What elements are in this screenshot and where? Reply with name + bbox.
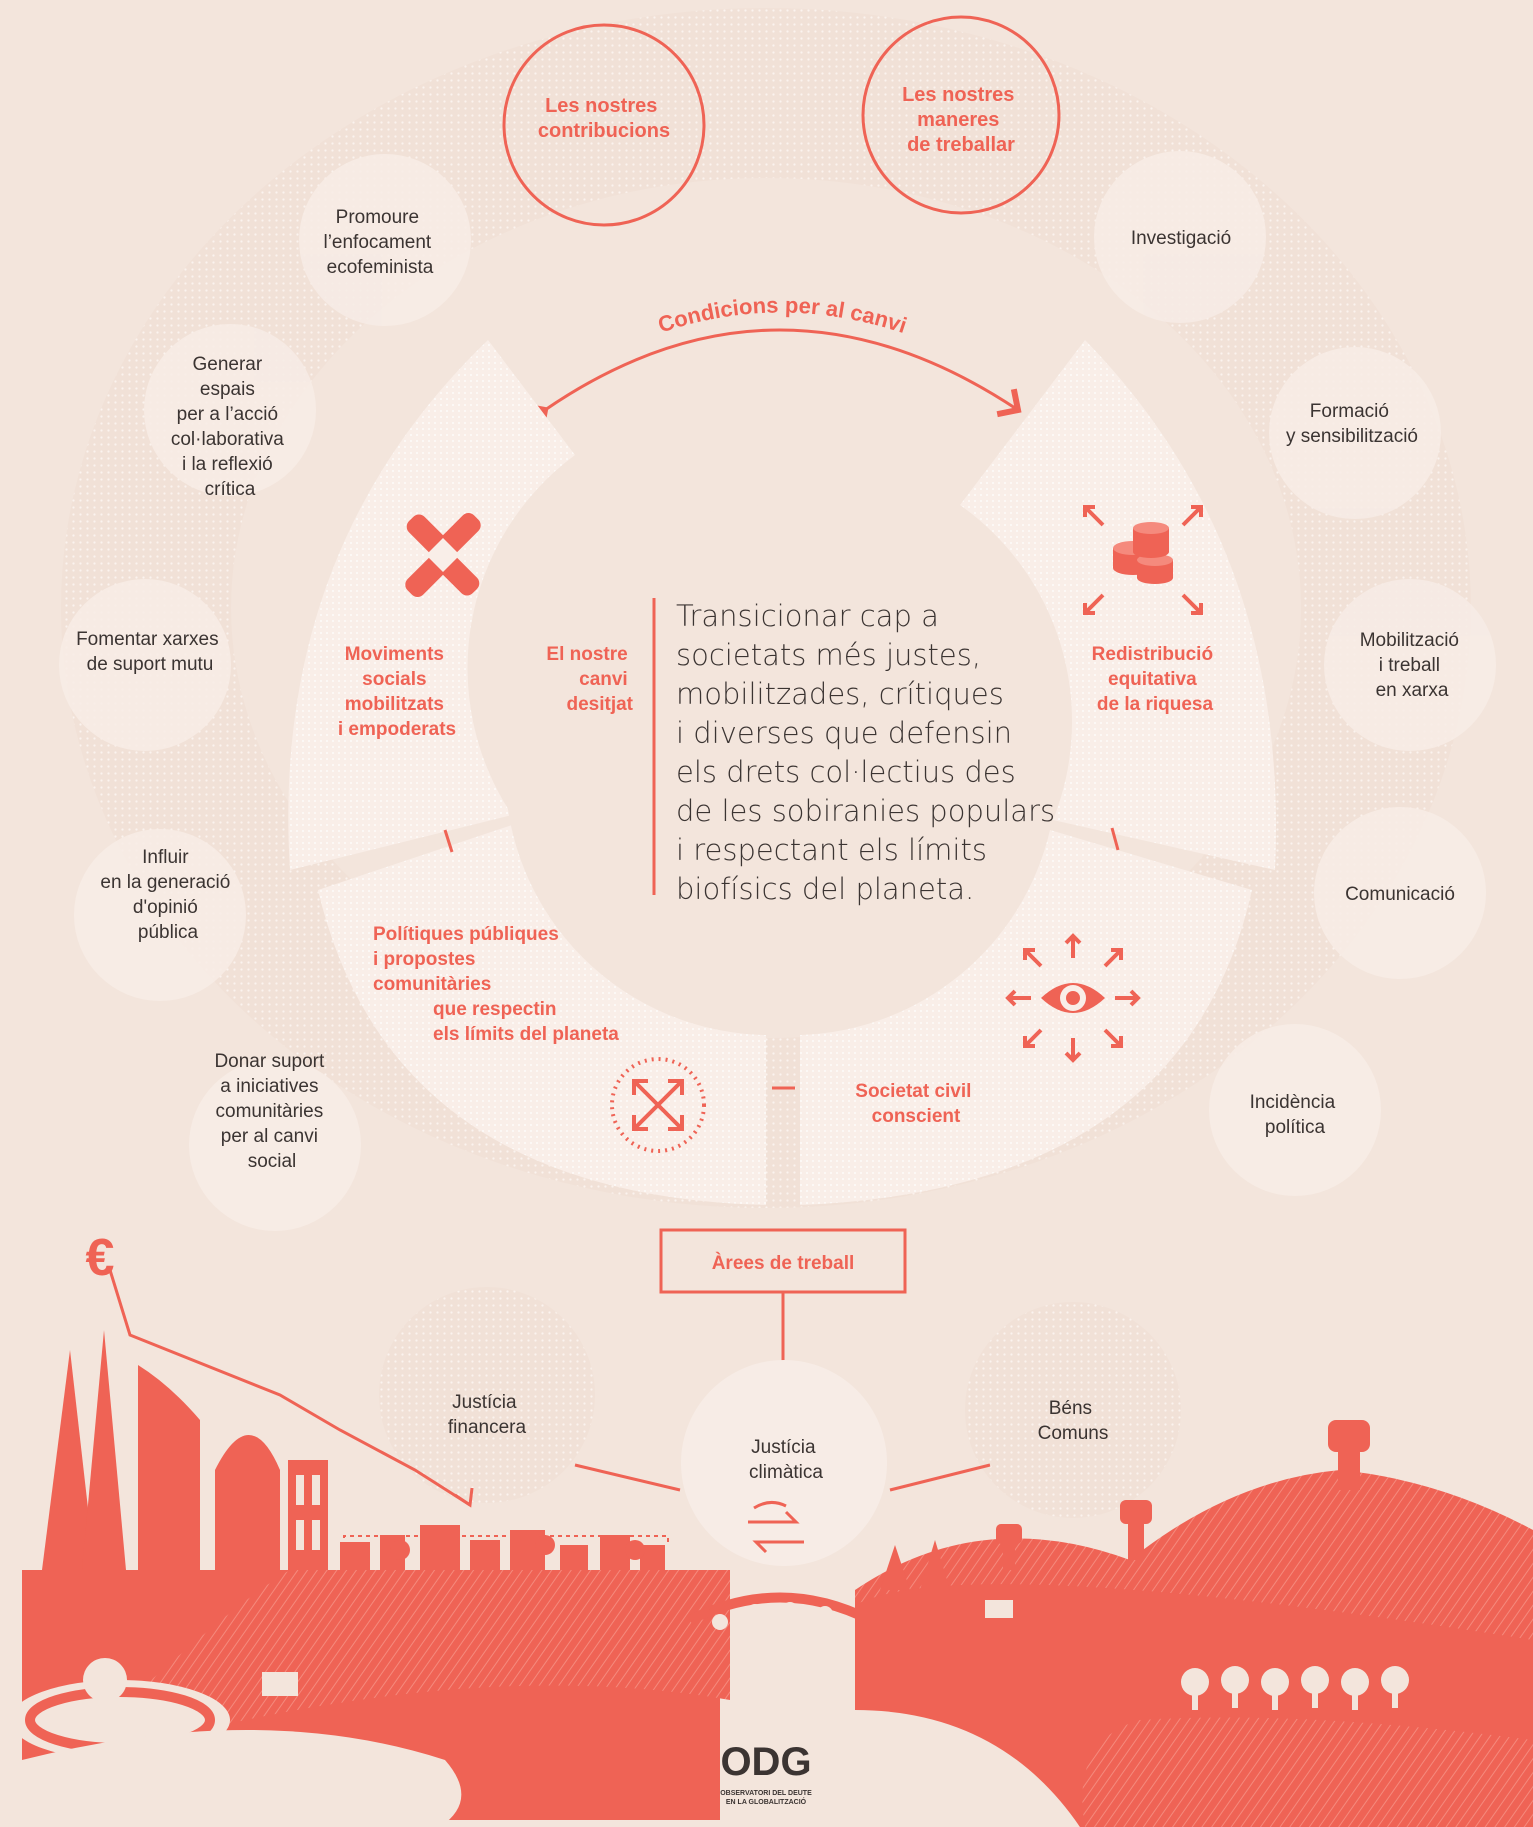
contribution-item: Donar suport a iniciatives comunitàries … [214, 1051, 329, 1172]
condition-redistribution: Redistribució equitativa de la riquesa [1092, 644, 1219, 715]
odg-logo: ODG OBSERVATORI DEL DEUTE EN LA GLOBALIT… [720, 1740, 812, 1806]
way-item: Investigació [1131, 228, 1231, 249]
area-commons: Béns Comuns [1038, 1398, 1109, 1444]
way-item: Incidència política [1250, 1092, 1341, 1138]
logo-line: OBSERVATORI DEL DEUTE [720, 1790, 812, 1797]
conditions-arrow: Condicions per al canvi [523, 292, 1022, 432]
contributions-heading-line: contribucions [538, 120, 670, 142]
condition-policies: Polítiques públiques i propostes comunit… [373, 924, 619, 1045]
svg-text:Les nostres maneres: Les nostres maneres de treballar [902, 84, 1020, 156]
areas-label: Àrees de treball [712, 1252, 855, 1274]
euro-icon: € [86, 1229, 115, 1287]
conditions-ring [288, 340, 1277, 1205]
contribution-item: Generar espais per a l’acció col·laborat… [171, 354, 289, 500]
ways-bubbles [1094, 151, 1496, 1196]
areas-box: Àrees de treball [659, 1228, 907, 1372]
way-item: Mobilització i treball en xarxa [1360, 630, 1465, 701]
ways-heading-line: de treballar [907, 134, 1015, 156]
svg-text:Les nostres contribucion: Les nostres contribucions [538, 95, 670, 142]
area-climate: Justícia climàtica [749, 1437, 823, 1483]
ways-heading-line: maneres [917, 109, 999, 131]
condition-civil-society: Societat civil conscient [855, 1081, 976, 1127]
hands-icon [405, 513, 481, 597]
condition-movements: Moviments socials mobilitzats i empodera… [338, 644, 456, 740]
contribution-bubbles [59, 154, 471, 1231]
ways-heading-circle: Les nostres maneres de treballar [861, 15, 1061, 215]
sector-ticks [443, 827, 1120, 1090]
climate-arrows-icon [748, 1501, 804, 1554]
logo-mark: ODG [720, 1740, 811, 1784]
expand-arrows-icon [610, 1057, 706, 1153]
center-circle [505, 505, 1035, 1035]
contribution-item: Fomentar xarxes de suport mutu [76, 629, 224, 675]
contributions-heading-circle: Les nostres contribucions [502, 23, 706, 227]
area-financial: Justícia financera [448, 1392, 527, 1438]
desired-change-text: Transicionar cap a societats més justes,… [676, 599, 1064, 906]
fist-icon [996, 1420, 1370, 1570]
contribution-item: Promoure l’enfocament ecofeminista [323, 207, 436, 278]
landscape: € [10, 1229, 1533, 1827]
coins-arrows-icon [1083, 505, 1203, 615]
eye-arrows-icon [1005, 933, 1141, 1063]
contributions-heading-line: Les nostres [545, 95, 657, 117]
way-item: Formació y sensibilització [1286, 401, 1418, 447]
contribution-item: Influir en la generació d'opinió pública [100, 847, 235, 943]
way-item: Comunicació [1345, 884, 1455, 905]
area-bubbles [379, 1287, 1181, 1566]
logo-line: EN LA GLOBALITZACIÓ [726, 1797, 807, 1806]
desired-change-label: El nostre canvi desitjat [546, 644, 633, 715]
ways-heading-line: Les nostres [902, 84, 1014, 106]
